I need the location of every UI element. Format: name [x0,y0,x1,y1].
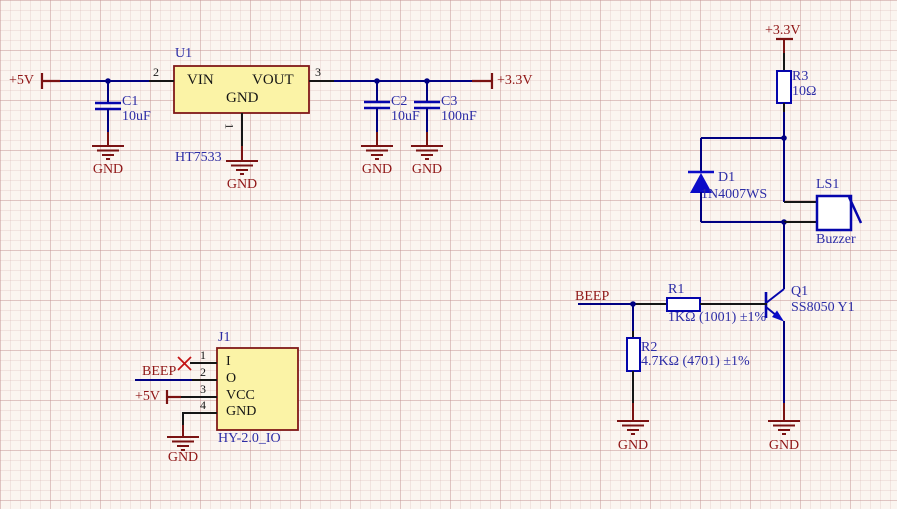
designator-c2[interactable]: C2 [391,94,408,109]
junction-dot [630,301,636,307]
designator-c1[interactable]: C1 [122,94,139,109]
power-label-3v3-output[interactable]: +3.3V [497,73,533,88]
transistor-q1[interactable] [764,288,785,322]
gnd-label-c3: GND [411,162,443,177]
gnd-label-u1: GND [226,177,258,192]
pin-number-j1-4: 4 [200,398,206,412]
power-3v3-symbol-top[interactable] [776,37,793,71]
part-number-u1[interactable]: HT7533 [175,150,222,165]
power-label-3v3-top[interactable]: +3.3V [765,23,801,38]
designator-r3[interactable]: R3 [792,69,809,84]
net-label-beep-j1[interactable]: BEEP [142,364,177,379]
gnd-symbol-c2[interactable] [361,145,393,160]
designator-ls1[interactable]: LS1 [816,177,840,192]
resistor-r1[interactable] [633,297,767,312]
power-5v-symbol-j1[interactable] [165,390,181,404]
no-connect-x-icon [177,356,192,371]
wire-beep-q1[interactable] [578,303,634,331]
gnd-symbol-q1[interactable] [768,420,800,435]
power-5v-symbol-left[interactable] [40,73,60,89]
pin-number-j1-1: 1 [200,348,206,362]
capacitor-c2[interactable] [364,81,390,146]
part-number-j1[interactable]: HY-2.0_IO [218,431,281,446]
buzzer-ls1[interactable] [784,194,863,232]
gnd-symbol-c1[interactable] [92,145,124,160]
diode-d1[interactable] [688,137,784,223]
gnd-symbol-u1[interactable] [226,160,258,175]
net-label-beep-q1[interactable]: BEEP [575,289,610,304]
capacitor-c3[interactable] [414,81,440,146]
power-label-5v-left[interactable]: +5V [9,73,35,88]
pin-name-j1-vcc: VCC [226,388,255,403]
gnd-label-c2: GND [361,162,393,177]
designator-u1[interactable]: U1 [175,46,193,61]
pin-number-j1-2: 2 [200,365,206,379]
designator-d1[interactable]: D1 [718,170,736,185]
pin-number-j1-3: 3 [200,382,206,396]
value-d1[interactable]: 1N4007WS [701,187,768,202]
connector-j1-body[interactable] [181,347,299,431]
power-label-5v-j1[interactable]: +5V [135,389,161,404]
value-r2[interactable]: 4.7KΩ (4701) ±1% [641,354,750,369]
designator-c3[interactable]: C3 [441,94,458,109]
pin-number-u1-gnd: 1 [222,123,237,130]
power-3v3-symbol-output[interactable] [472,73,494,89]
gnd-label-j1: GND [167,450,199,465]
gnd-label-c1: GND [92,162,124,177]
pin-number-u1-vin: 2 [153,65,159,79]
pin-name-u1-vout: VOUT [252,72,294,88]
resistor-r3[interactable] [776,70,792,112]
wire-j1-gnd[interactable] [182,412,192,437]
gnd-symbol-r2[interactable] [617,420,649,435]
value-q1[interactable]: SS8050 Y1 [791,300,855,315]
gnd-symbol-c3[interactable] [411,145,443,160]
pin-name-j1-gnd: GND [226,404,257,419]
pin-number-u1-vout: 3 [315,65,321,79]
designator-q1[interactable]: Q1 [791,284,809,299]
gnd-label-r2: GND [617,438,649,453]
regulator-u1-body[interactable] [149,65,334,161]
capacitor-c1[interactable] [95,81,121,146]
gnd-symbol-j1[interactable] [167,436,199,451]
pin-name-u1-vin: VIN [187,72,214,88]
value-r1[interactable]: 1KΩ (1001) ±1% [668,310,767,325]
value-r3[interactable]: 10Ω [792,84,817,99]
value-c2[interactable]: 10uF [391,109,420,124]
pin-name-j1-i: I [226,354,231,369]
value-c3[interactable]: 100nF [441,109,477,124]
designator-r2[interactable]: R2 [641,340,658,355]
pin-name-j1-o: O [226,371,237,386]
value-ls1[interactable]: Buzzer [816,232,856,247]
value-c1[interactable]: 10uF [122,109,151,124]
gnd-label-q1: GND [768,438,800,453]
designator-j1[interactable]: J1 [218,330,231,345]
pin-name-u1-gnd: GND [226,90,259,106]
designator-r1[interactable]: R1 [668,282,685,297]
resistor-r2[interactable] [626,331,641,421]
